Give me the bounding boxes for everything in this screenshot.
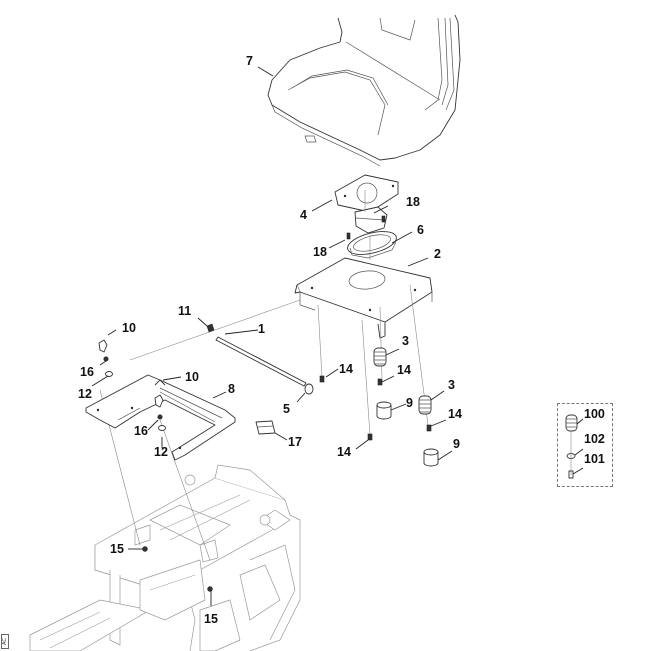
pivot-rod[interactable] [215,336,307,387]
seat[interactable] [267,14,461,167]
cup-right[interactable] [423,448,439,467]
washer-12-left[interactable] [105,371,113,377]
screw-18-lower[interactable] [346,232,351,240]
callout-12-right[interactable]: 12 [154,445,168,459]
spring-left[interactable] [373,347,387,367]
rubber-block[interactable] [255,420,276,435]
callout-100[interactable]: 100 [584,407,605,421]
callout-10-left[interactable]: 10 [122,321,136,335]
nut-16-left[interactable] [103,356,109,362]
chassis-frame [29,464,301,651]
callout-8[interactable]: 8 [228,382,235,396]
callout-15-upper[interactable]: 15 [110,542,124,556]
callout-14-d[interactable]: 14 [448,407,462,421]
knob-left[interactable] [98,339,108,353]
callout-6[interactable]: 6 [417,223,424,237]
clip[interactable] [206,323,215,333]
kit-spring[interactable] [565,414,578,432]
optional-kit-box [557,403,613,487]
cup-left[interactable] [376,401,392,420]
callout-102[interactable]: 102 [584,432,605,446]
screw-14-b[interactable] [377,378,383,386]
mounting-plate[interactable] [334,174,399,213]
bushing[interactable] [304,383,314,395]
callout-5[interactable]: 5 [283,402,290,416]
callout-9-right[interactable]: 9 [453,437,460,451]
callout-14-a[interactable]: 14 [339,362,353,376]
callout-15-lower[interactable]: 15 [204,612,218,626]
callout-4[interactable]: 4 [300,208,307,222]
screw-18-upper[interactable] [381,215,386,223]
callout-1[interactable]: 1 [258,322,265,336]
callout-2[interactable]: 2 [434,247,441,261]
callout-16-left[interactable]: 16 [80,365,94,379]
callout-17[interactable]: 17 [288,435,302,449]
washer-12-right[interactable] [158,425,166,431]
callout-10-right[interactable]: 10 [185,370,199,384]
fastener-15-upper[interactable] [142,546,148,552]
seat-support-bracket[interactable] [294,257,433,339]
spring-housing[interactable] [354,206,388,234]
callout-14-b[interactable]: 14 [397,363,411,377]
leader-lines [91,66,584,606]
callout-11[interactable]: 11 [178,304,192,318]
screw-14-d[interactable] [426,424,432,432]
callout-3-left[interactable]: 3 [402,334,409,348]
knob-right[interactable] [154,394,164,408]
screw-14-a[interactable] [319,375,325,383]
callout-12-left[interactable]: 12 [78,387,92,401]
callout-7[interactable]: 7 [246,54,253,68]
seat-bushing-tray[interactable] [345,227,398,259]
callout-14-c[interactable]: 14 [337,445,351,459]
callout-9-left[interactable]: 9 [406,396,413,410]
fastener-15-lower[interactable] [207,586,213,592]
callout-16-right[interactable]: 16 [134,424,148,438]
nut-16-right[interactable] [157,414,163,420]
callout-3-right[interactable]: 3 [448,378,455,392]
corner-reference-tag: AC [1,634,9,649]
spring-right[interactable] [418,395,432,415]
callout-18-lower[interactable]: 18 [313,245,327,259]
callout-101[interactable]: 101 [584,452,605,466]
callout-18-upper[interactable]: 18 [406,195,420,209]
screw-14-c[interactable] [367,433,373,441]
seat-frame[interactable] [85,374,236,461]
